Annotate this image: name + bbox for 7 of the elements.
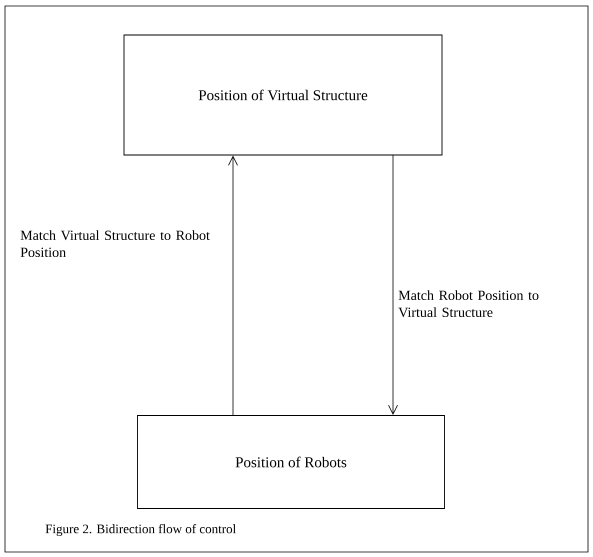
edge-label: Match Robot Position to Virtual Structure	[398, 290, 538, 318]
arrow	[228, 155, 238, 416]
figure-caption: Figure 2. Bidirection flow of control	[46, 524, 236, 536]
edge-label: Match Virtual Structure to Robot Position	[20, 230, 210, 258]
arrow	[388, 155, 398, 416]
process-box: Position of Robots	[137, 415, 445, 509]
process-box: Position of Virtual Structure	[124, 34, 442, 156]
